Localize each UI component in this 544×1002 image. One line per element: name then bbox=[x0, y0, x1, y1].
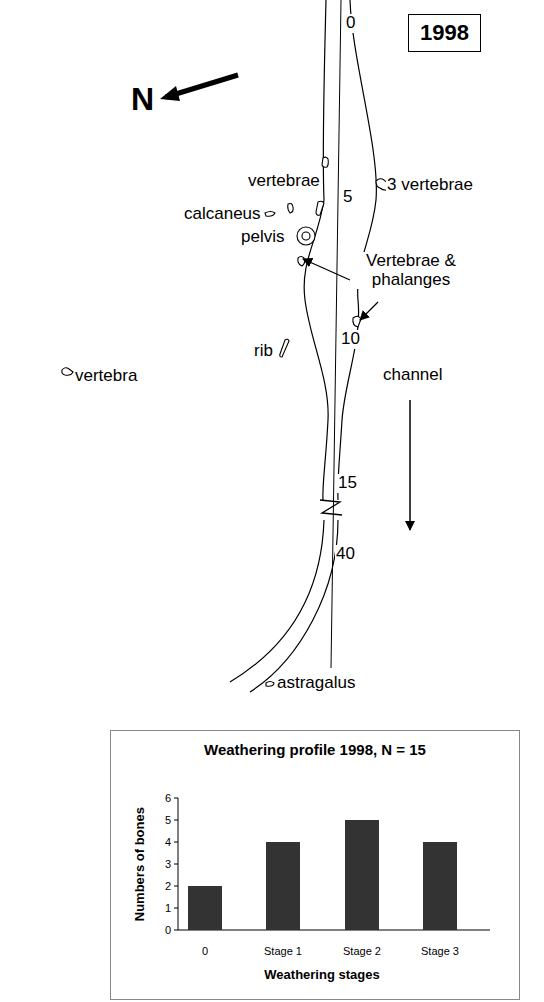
axis-tick: 6 bbox=[164, 792, 172, 804]
distance-mark: 10 bbox=[340, 330, 361, 349]
bone-symbols bbox=[62, 157, 393, 686]
leader-arrow bbox=[360, 302, 378, 320]
year-box: 1998 bbox=[408, 14, 481, 52]
bone-label: rib bbox=[253, 342, 274, 361]
bone-label: vertebra bbox=[74, 367, 138, 386]
distance-mark: 5 bbox=[342, 188, 353, 207]
channel-label: channel bbox=[382, 366, 444, 385]
distance-mark: 0 bbox=[345, 14, 356, 33]
category-label: Stage 2 bbox=[342, 945, 382, 957]
bone-label: calcaneus bbox=[183, 205, 262, 224]
bone-label: vertebrae bbox=[247, 172, 321, 191]
axis-tick: 5 bbox=[164, 814, 172, 826]
north-label: N bbox=[130, 82, 155, 117]
axis-title: Weathering stages bbox=[263, 968, 380, 982]
bone-label: astragalus bbox=[276, 674, 356, 693]
bone-label: 3 vertebrae bbox=[386, 176, 474, 195]
axis-tick: 0 bbox=[164, 924, 172, 936]
category-label: Stage 1 bbox=[263, 945, 303, 957]
leader-arrow bbox=[303, 259, 350, 280]
axis-tick: 2 bbox=[164, 880, 172, 892]
axis-tick: 3 bbox=[164, 858, 172, 870]
category-label: 0 bbox=[201, 945, 209, 957]
distance-mark: 40 bbox=[335, 545, 356, 564]
break-symbol bbox=[320, 500, 342, 515]
node-text: Weathering profile 1998, N = 15 bbox=[111, 741, 519, 758]
axis-tick: 1 bbox=[164, 902, 172, 914]
axis-title: Numbers of bones bbox=[133, 806, 147, 922]
flow-arrow bbox=[409, 400, 411, 530]
north-arrowhead bbox=[160, 86, 180, 101]
bone-label: pelvis bbox=[240, 228, 285, 247]
category-label: Stage 3 bbox=[420, 945, 460, 957]
chart-panel: Weathering profile 1998, N = 15 bbox=[110, 730, 520, 1000]
distance-mark: 15 bbox=[337, 474, 358, 493]
node-text: 1998 bbox=[420, 20, 469, 46]
bone-label: Vertebrae & phalanges bbox=[350, 252, 472, 289]
channel-banks bbox=[230, 0, 376, 692]
axis-tick: 4 bbox=[164, 836, 172, 848]
